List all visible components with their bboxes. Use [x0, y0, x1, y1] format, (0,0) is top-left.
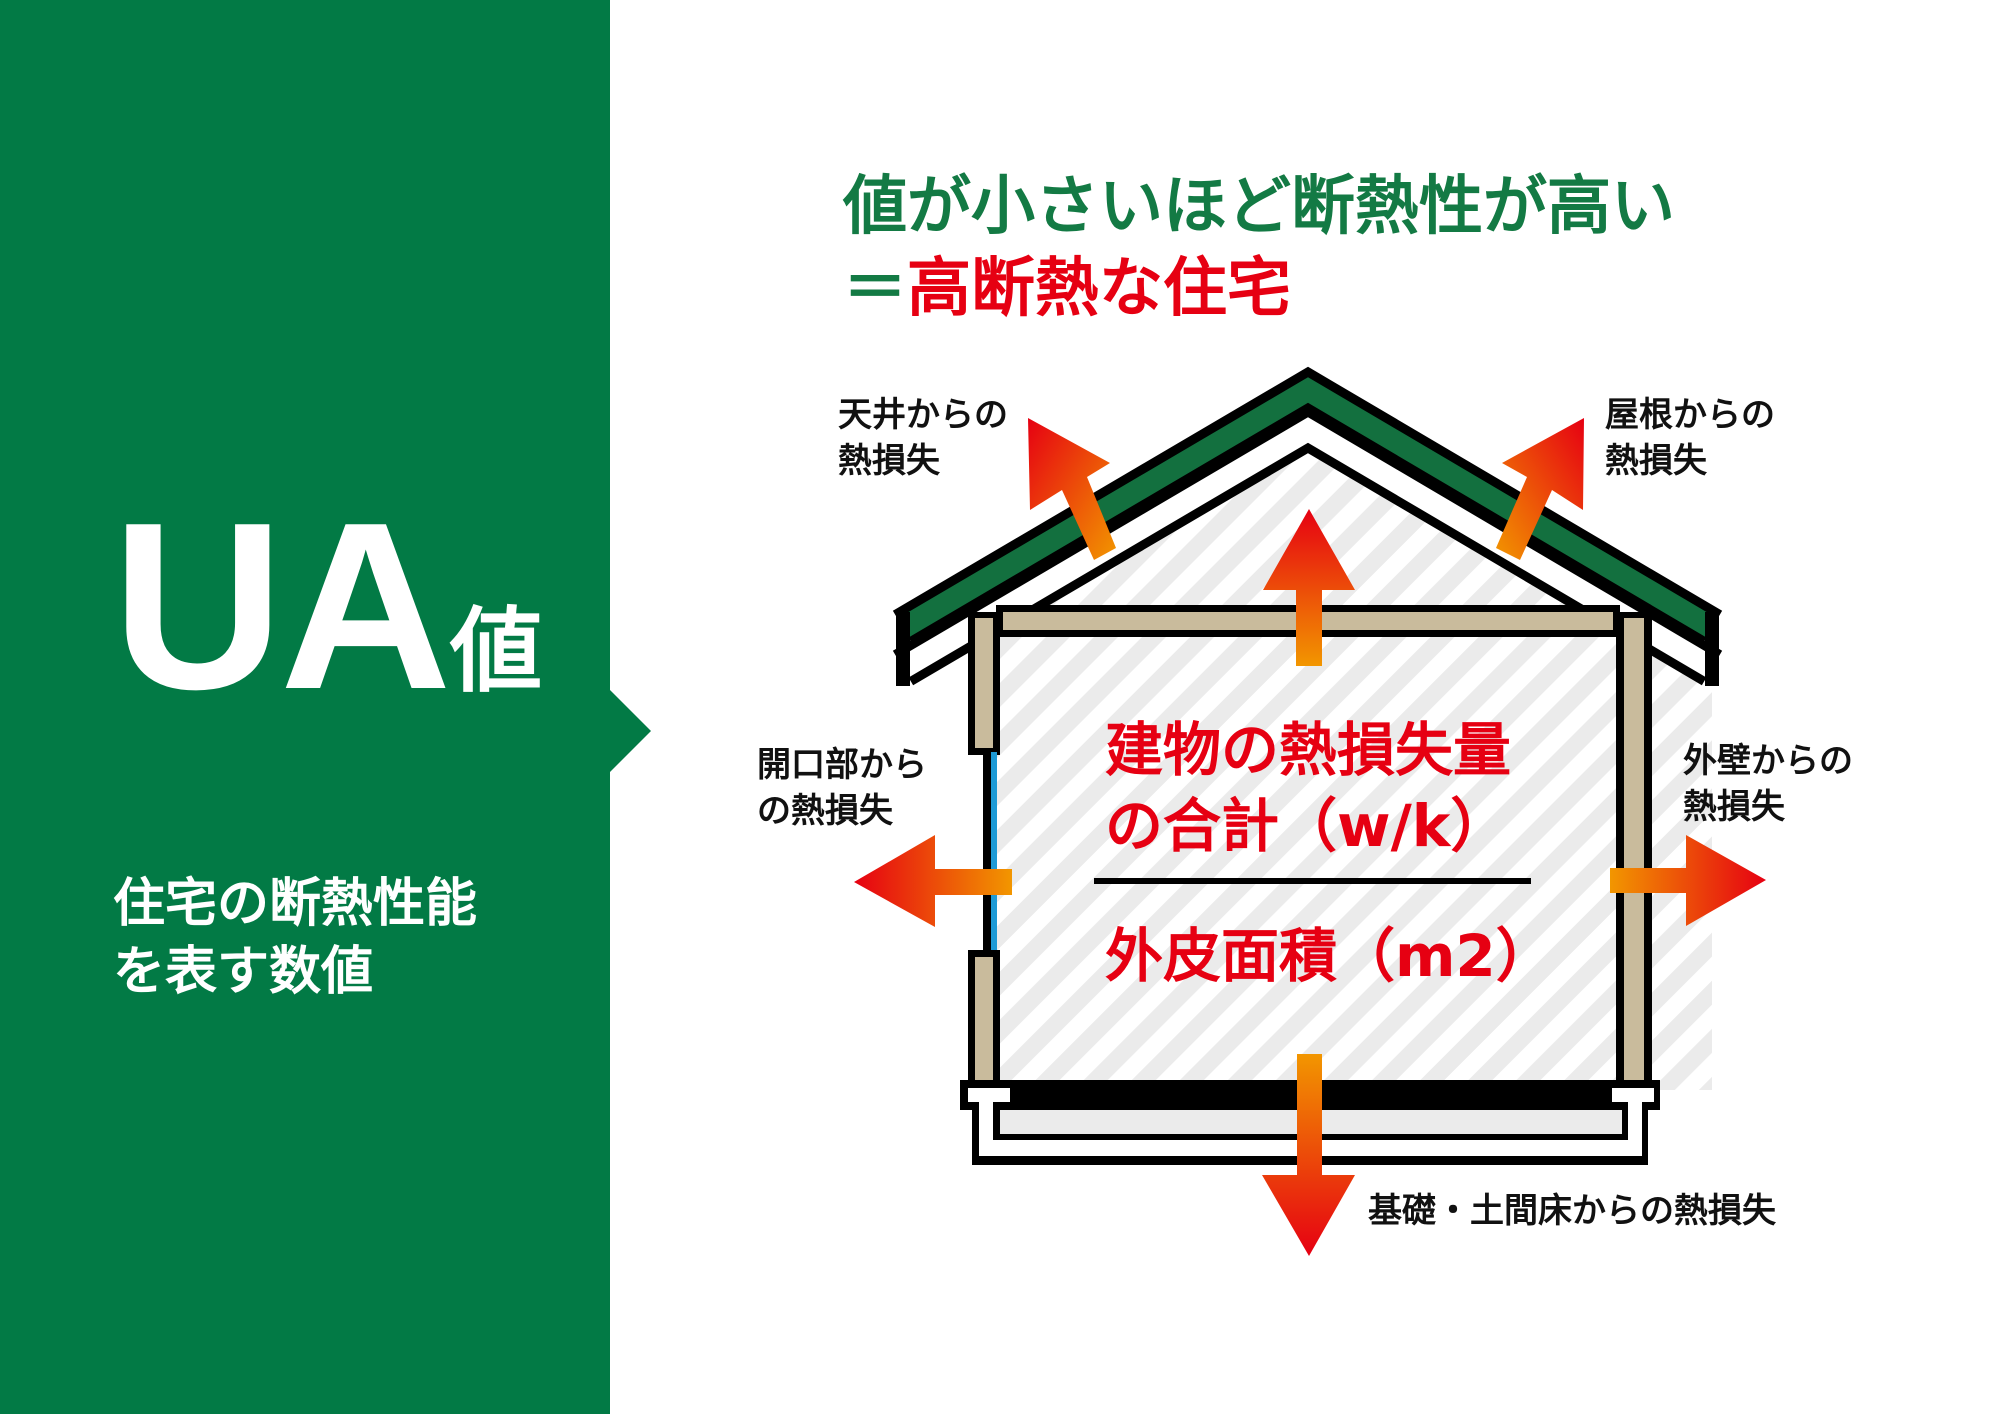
formula-numerator: 建物の熱損失量 の合計（w/k）: [1105, 712, 1511, 864]
label-wall-heat-loss: 外壁からの 熱損失: [1683, 738, 1853, 830]
label-ceiling-heat-loss: 天井からの 熱損失: [838, 392, 1008, 484]
formula-numerator-line-2: の合計（w/k）: [1105, 792, 1509, 860]
headline-emphasis: 高断熱な住宅: [907, 252, 1291, 326]
arrow-down-icon: [1262, 1054, 1355, 1256]
arrow-roof-left-icon: [1028, 418, 1116, 560]
label-ceiling-line-1: 天井からの: [838, 395, 1008, 435]
label-openings-line-1: 開口部から: [757, 745, 927, 785]
ua-title-suffix: 値: [450, 598, 543, 705]
formula-numerator-line-1: 建物の熱損失量: [1105, 716, 1512, 784]
label-wall-line-1: 外壁からの: [1683, 741, 1853, 781]
headline-line-2: ＝高断熱な住宅: [843, 248, 1675, 330]
arrow-left-icon: [854, 835, 1012, 927]
label-roof-line-2: 熱損失: [1605, 441, 1707, 481]
label-ceiling-line-2: 熱損失: [838, 441, 940, 481]
label-wall-line-2: 熱損失: [1683, 787, 1785, 827]
equals-sign: ＝: [843, 252, 907, 326]
headline-line-1: 値が小さいほど断熱性が高い: [843, 170, 1675, 244]
label-openings-heat-loss: 開口部から の熱損失: [757, 742, 927, 834]
left-panel-background: [0, 0, 651, 1414]
formula-denominator: 外皮面積（m2）: [1105, 922, 1554, 990]
arrow-up-icon: [1263, 509, 1355, 666]
ua-description: 住宅の断熱性能 を表す数値: [113, 870, 477, 1006]
arrow-right-icon: [1610, 835, 1766, 926]
fraction-line: [1094, 878, 1531, 884]
ua-description-line-1: 住宅の断熱性能: [113, 874, 478, 934]
label-foundation-heat-loss: 基礎・土間床からの熱損失: [1368, 1191, 1776, 1231]
label-openings-line-2: の熱損失: [757, 791, 893, 831]
ua-title: UA: [112, 474, 452, 739]
label-roof-heat-loss: 屋根からの 熱損失: [1605, 392, 1775, 484]
label-roof-line-1: 屋根からの: [1605, 395, 1775, 435]
ua-description-line-2: を表す数値: [113, 942, 374, 1002]
headline: 値が小さいほど断熱性が高い ＝高断熱な住宅: [843, 166, 1675, 330]
arrow-roof-right-icon: [1496, 418, 1584, 560]
